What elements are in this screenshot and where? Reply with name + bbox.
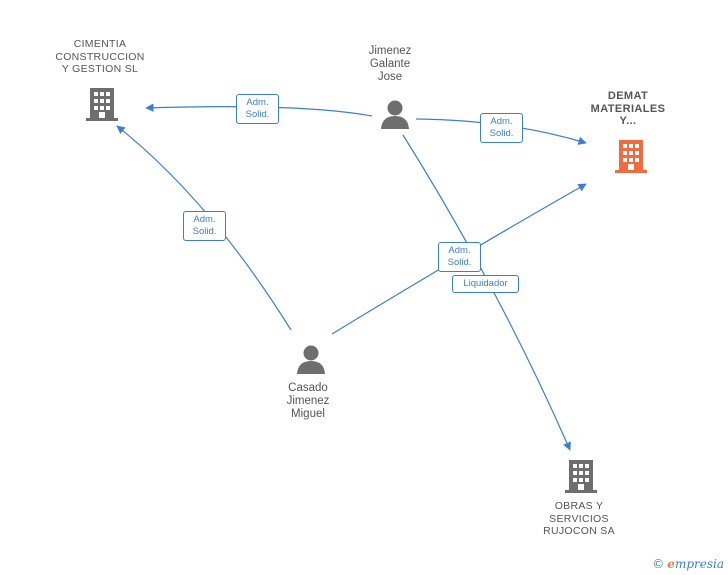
badge-line: Adm. xyxy=(490,116,513,127)
brand-initial: e xyxy=(667,557,675,571)
label-line: CIMENTIA xyxy=(73,38,127,50)
label-line: Galante xyxy=(369,58,411,70)
building-icon[interactable] xyxy=(565,460,597,493)
badge-line: Solid. xyxy=(245,109,270,120)
edge-badge-jimenez-obras[interactable]: Liquidador xyxy=(452,275,519,293)
node-label-obras[interactable]: OBRAS Y SERVICIOS RUJOCON SA xyxy=(527,500,631,538)
node-label-demat[interactable]: DEMAT MATERIALES Y... xyxy=(578,90,678,128)
badge-line: Adm. xyxy=(246,97,269,108)
edge-badge-jimenez-cimentia[interactable]: Adm. Solid. xyxy=(236,94,279,124)
badge-line: Adm. xyxy=(448,245,471,256)
edge-badge-casado-cimentia[interactable]: Adm. Solid. xyxy=(183,211,226,241)
badge-line: Adm. xyxy=(193,214,216,225)
label-line: Casado xyxy=(288,382,328,394)
label-line: Y... xyxy=(619,115,637,127)
label-line: OBRAS Y xyxy=(554,500,604,512)
node-label-jimenez[interactable]: Jimenez Galante Jose xyxy=(355,45,425,84)
label-line: SERVICIOS xyxy=(549,512,609,525)
edge-badge-jimenez-demat[interactable]: Adm. Solid. xyxy=(480,113,523,143)
building-icon[interactable] xyxy=(615,140,647,173)
brand-logo: ©empresia xyxy=(652,557,724,571)
badge-line: Liquidador xyxy=(463,278,508,289)
label-line: Jimenez xyxy=(368,45,412,57)
label-line: DEMAT xyxy=(607,90,649,102)
node-label-cimentia[interactable]: CIMENTIA CONSTRUCCION Y GESTION SL xyxy=(45,38,155,76)
label-line: MATERIALES xyxy=(590,102,666,115)
label-line: Miguel xyxy=(291,408,325,420)
copyright-icon: © xyxy=(652,557,665,571)
label-line: CONSTRUCCION xyxy=(55,50,145,63)
label-line: Jimenez xyxy=(286,395,330,407)
badge-line: Solid. xyxy=(489,128,514,139)
building-icon[interactable] xyxy=(86,88,118,121)
edge-jimenez-cimentia xyxy=(145,103,373,117)
badge-line: Solid. xyxy=(447,257,472,268)
label-line: Jose xyxy=(377,71,403,83)
node-label-casado[interactable]: Casado Jimenez Miguel xyxy=(273,382,343,421)
label-line: Y GESTION SL xyxy=(61,63,139,75)
edge-badge-casado-demat[interactable]: Adm. Solid. xyxy=(438,242,481,272)
badge-line: Solid. xyxy=(192,226,217,237)
brand-name: mpresia xyxy=(674,557,724,571)
person-icon[interactable] xyxy=(381,100,409,130)
person-icon[interactable] xyxy=(297,345,325,375)
label-line: RUJOCON SA xyxy=(543,525,615,537)
